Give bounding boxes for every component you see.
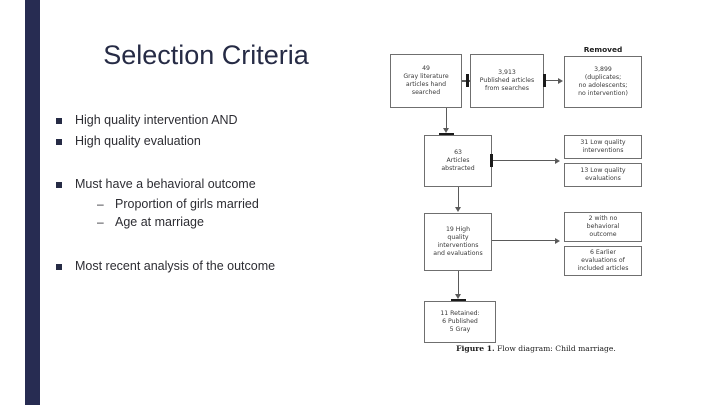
- list-item: Most recent analysis of the outcome: [56, 258, 356, 275]
- bullet-label: High quality evaluation: [75, 134, 201, 148]
- flow-box-line: outcome: [589, 231, 617, 239]
- flow-box-line: interventions: [582, 147, 624, 154]
- flow-box-line: from searches: [485, 85, 529, 93]
- bullet-square-icon: [56, 118, 62, 124]
- dash-icon: –: [97, 197, 104, 211]
- connector-line: [446, 108, 447, 130]
- connector-line: [546, 80, 559, 81]
- flow-box-line: evaluations: [585, 175, 621, 182]
- list-item: High quality intervention AND: [56, 112, 356, 129]
- flow-box-line: 13 Low quality: [580, 166, 626, 174]
- arrow-right-icon: [555, 157, 560, 164]
- bullet-label: High quality intervention AND: [75, 113, 238, 127]
- flow-box-value: 3,899: [594, 65, 612, 73]
- sub-list-item: – Age at marriage: [97, 214, 259, 231]
- connector-cap: [439, 133, 454, 136]
- connector-cap: [451, 299, 466, 302]
- connector-cap: [466, 74, 469, 87]
- arrow-down-icon: [455, 207, 461, 212]
- sub-list-item: – Proportion of girls married: [97, 196, 259, 213]
- flow-box-published-articles: 3,913 Published articles from searches: [470, 54, 544, 108]
- flow-box-high-quality: 19 High quality interventions and evalua…: [424, 213, 492, 271]
- flow-box-line: 5 Gray: [449, 326, 471, 334]
- sub-bullet-label: Proportion of girls married: [115, 197, 259, 211]
- flow-box-removed: 3,899 (duplicates; no adolescents; no in…: [564, 56, 642, 108]
- flow-box-line: Gray literature: [403, 72, 449, 80]
- arrow-right-icon: [558, 77, 563, 84]
- flow-diagram-figure: 49 Gray literature articles hand searche…: [386, 32, 686, 372]
- connector-line: [458, 187, 459, 209]
- bullet-list: High quality intervention AND High quali…: [56, 112, 356, 279]
- flow-box-line: 11 Retained:: [440, 309, 480, 317]
- flow-box-line: evaluations of: [581, 256, 625, 264]
- flow-box-line: (duplicates;: [584, 73, 622, 81]
- arrow-down-icon: [455, 294, 461, 299]
- flow-box-line: 31 Low quality: [580, 138, 626, 146]
- sub-bullet-list: – Proportion of girls married – Age at m…: [75, 196, 259, 231]
- flow-box-line: Articles: [446, 156, 470, 164]
- figure-caption: Figure 1. Flow diagram: Child marriage.: [386, 344, 686, 353]
- list-item: High quality evaluation: [56, 133, 356, 150]
- flow-box-low-quality-interventions: 31 Low quality interventions: [564, 135, 642, 159]
- bullet-square-icon: [56, 264, 62, 270]
- connector-line: [493, 160, 556, 161]
- connector-line: [492, 240, 556, 241]
- flow-box-low-quality-evaluations: 13 Low quality evaluations: [564, 163, 642, 187]
- bullet-label: Must have a behavioral outcome: [75, 177, 256, 191]
- flow-box-line: 2 with no: [588, 214, 618, 222]
- flow-box-value: 3,913: [498, 68, 516, 76]
- connector-cap: [543, 74, 546, 87]
- connector-line: [458, 271, 459, 296]
- flow-box-gray-literature: 49 Gray literature articles hand searche…: [390, 54, 462, 108]
- flow-box-line: searched: [411, 89, 441, 97]
- page-title: Selection Criteria: [103, 40, 309, 70]
- bullet-square-icon: [56, 182, 62, 188]
- flow-box-line: abstracted: [441, 165, 475, 173]
- flow-box-retained: 11 Retained: 6 Published 5 Gray: [424, 301, 496, 343]
- flow-box-earlier-evaluations: 6 Earlier evaluations of included articl…: [564, 246, 642, 276]
- sub-bullet-label: Age at marriage: [115, 215, 204, 229]
- dash-icon: –: [97, 215, 104, 229]
- flow-box-line: 6 Published: [442, 317, 478, 325]
- connector-cap: [490, 154, 493, 167]
- flow-box-line: and evaluations: [433, 250, 483, 258]
- arrow-right-icon: [555, 237, 560, 244]
- flow-box-articles-abstracted: 63 Articles abstracted: [424, 135, 492, 187]
- flow-box-line: articles hand: [405, 81, 447, 88]
- arrow-down-icon: [443, 128, 449, 133]
- flow-box-line: quality: [447, 233, 469, 241]
- left-accent-bar: [25, 0, 40, 405]
- flow-box-line: 6 Earlier: [590, 248, 616, 256]
- flow-box-line: no intervention): [578, 90, 628, 98]
- removed-header-label: Removed: [583, 45, 623, 54]
- flow-box-value: 19 High: [445, 225, 471, 233]
- flow-box-value: 63: [454, 148, 462, 156]
- list-item: Must have a behavioral outcome – Proport…: [56, 176, 356, 232]
- figure-caption-label: Figure 1.: [456, 344, 495, 353]
- flow-box-line: interventions: [437, 242, 479, 249]
- flow-box-line: included articles: [577, 265, 629, 273]
- bullet-label: Most recent analysis of the outcome: [75, 259, 276, 273]
- flow-box-line: no adolescents;: [578, 82, 628, 89]
- flow-box-line: Published articles: [479, 76, 535, 84]
- flow-box-no-behavioral-outcome: 2 with no behavioral outcome: [564, 212, 642, 242]
- figure-caption-text: Flow diagram: Child marriage.: [494, 344, 616, 353]
- flow-box-value: 49: [422, 64, 430, 72]
- flow-box-line: behavioral: [586, 222, 620, 230]
- bullet-square-icon: [56, 139, 62, 145]
